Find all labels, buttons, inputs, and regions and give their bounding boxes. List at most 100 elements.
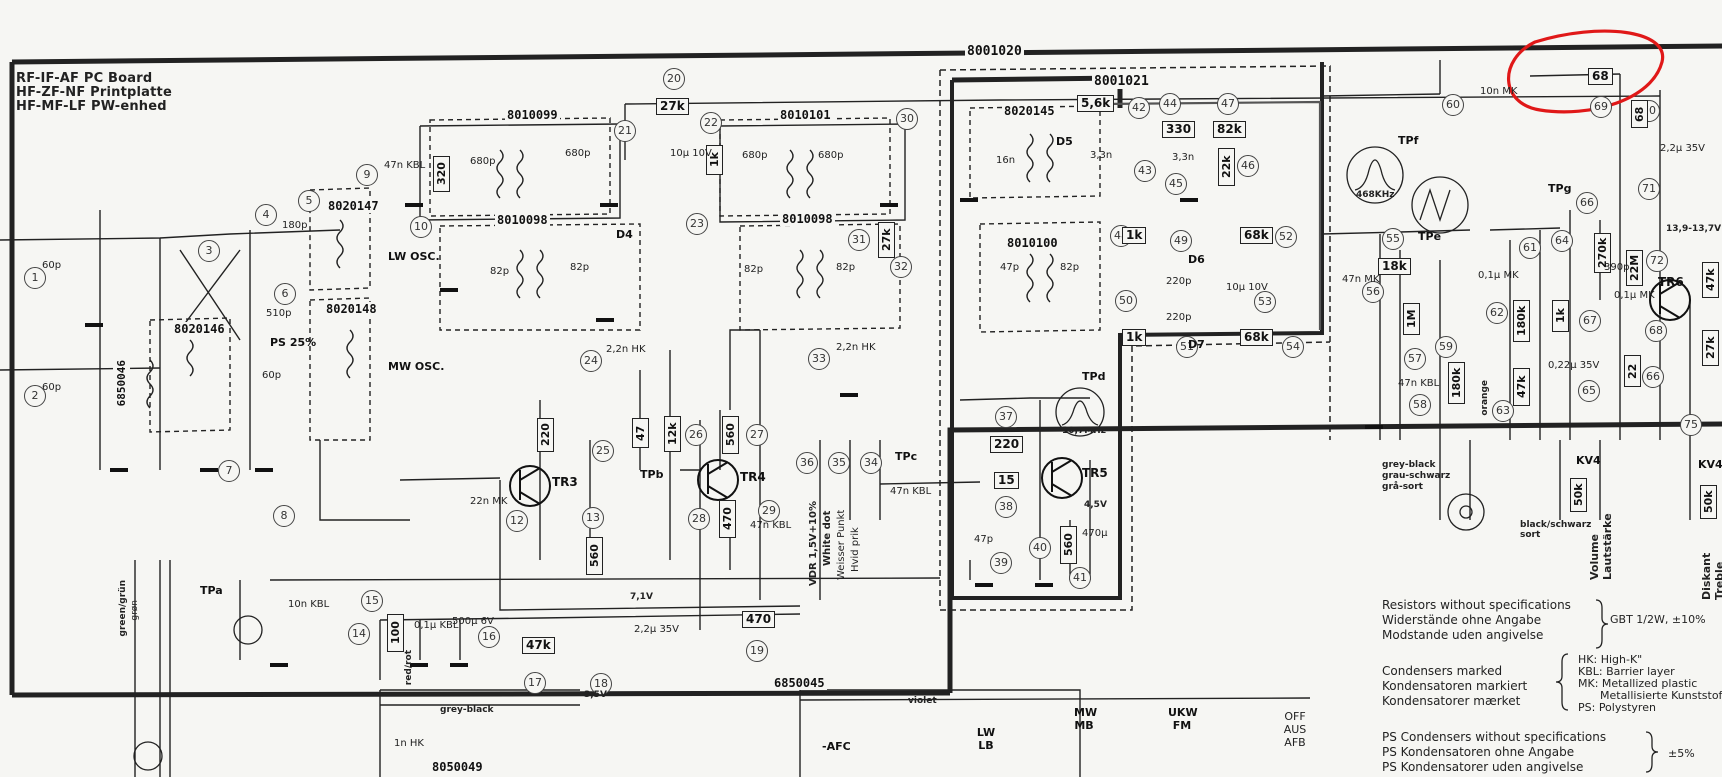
note-mk1: MK: Metallized plastic bbox=[1578, 677, 1698, 690]
callout-3: 3 bbox=[198, 240, 220, 262]
callout-63: 63 bbox=[1492, 400, 1514, 422]
label-ukw-fm: UKW FM bbox=[1168, 706, 1198, 732]
part-number-coil-10: 6850045 bbox=[772, 676, 827, 690]
callout-38: 38 bbox=[995, 496, 1017, 518]
cap-82p-d: 82p bbox=[836, 262, 856, 273]
callout-68: 68 bbox=[1645, 320, 1667, 342]
cap-2-2n-hk-b: 2,2n HK bbox=[836, 342, 876, 353]
cap-82p-e: 82p bbox=[1060, 262, 1080, 273]
callout-39: 39 bbox=[990, 552, 1012, 574]
callout-37: 37 bbox=[995, 406, 1017, 428]
label-off-aus: OFF AUS AFB bbox=[1283, 710, 1307, 749]
test-point-c: TPc bbox=[895, 450, 918, 463]
callout-51: 51 bbox=[1176, 336, 1198, 358]
note-ps-tolerance: ±5% bbox=[1668, 747, 1695, 760]
cap-680p-c: 680p bbox=[742, 150, 768, 161]
note-resistors-de: Widerstände ohne Angabe bbox=[1382, 613, 1542, 627]
callout-20: 20 bbox=[663, 68, 685, 90]
cap-47p-b: 47p bbox=[974, 534, 994, 545]
callout-60: 60 bbox=[1442, 94, 1464, 116]
callout-7: 7 bbox=[218, 460, 240, 482]
cap-1n-hk: 1n HK bbox=[394, 738, 424, 749]
resistor-27k-top: 27k bbox=[656, 98, 689, 115]
label-grey-black: grey-black bbox=[1382, 460, 1436, 470]
part-number-coil-1: 8010099 bbox=[505, 108, 560, 122]
label-kv4-a: KV4 bbox=[1576, 454, 1601, 467]
note-ps-de: PS Kondensatoren ohne Angabe bbox=[1382, 745, 1575, 759]
callout-31: 31 bbox=[848, 229, 870, 251]
label-3-5v: 3,5V bbox=[584, 690, 607, 700]
callout-64: 64 bbox=[1551, 230, 1573, 252]
label-wire-grey-black: grey-black bbox=[440, 705, 494, 715]
notes-condensers: Condensers marked Kondensatoren markiert… bbox=[1382, 664, 1527, 709]
diode-d7-label: D7 bbox=[1188, 338, 1205, 351]
resistor-470-bottom: 470 bbox=[742, 611, 776, 628]
label-afc: -AFC bbox=[822, 740, 851, 753]
callout-4: 4 bbox=[255, 204, 277, 226]
notes-ps-condensers: PS Condensers without specifications PS … bbox=[1382, 730, 1606, 775]
callout-2: 2 bbox=[24, 385, 46, 407]
callout-28: 28 bbox=[688, 508, 710, 530]
callout-65: 65 bbox=[1578, 380, 1600, 402]
part-number-sub-board: 8001021 bbox=[1092, 74, 1151, 89]
board-title-da: HF-MF-LF PW-enhed bbox=[16, 99, 167, 114]
note-cond-de: Kondensatoren markiert bbox=[1382, 679, 1528, 693]
cap-0-1u-mk-b: 0,1µ MK bbox=[1614, 290, 1655, 301]
label-mw-mb: MW MB bbox=[1074, 706, 1098, 732]
callout-15: 15 bbox=[361, 590, 383, 612]
transistor-tr6-label: TR6 bbox=[1658, 275, 1684, 289]
cap-47n-mk: 47n MK bbox=[1342, 274, 1380, 285]
callout-30: 30 bbox=[896, 108, 918, 130]
resistor-18k: 18k bbox=[1378, 258, 1411, 275]
callout-29: 29 bbox=[758, 500, 780, 522]
note-ps-en: PS Condensers without specifications bbox=[1382, 730, 1607, 744]
cap-22n-mk: 22n MK bbox=[470, 496, 508, 507]
callout-10: 10 bbox=[410, 216, 432, 238]
callout-1: 1 bbox=[24, 267, 46, 289]
resistor-68k-b: 68k bbox=[1240, 329, 1273, 346]
callout-56: 56 bbox=[1362, 281, 1384, 303]
note-hk: HK: High-K" bbox=[1578, 653, 1643, 666]
resistor-82k: 82k bbox=[1213, 121, 1246, 138]
callout-71: 71 bbox=[1638, 178, 1660, 200]
label-kv4-b: KV4 bbox=[1698, 458, 1722, 471]
cap-220p-a: 220p bbox=[1166, 276, 1192, 287]
diode-d5-label: D5 bbox=[1056, 135, 1073, 148]
callout-34: 34 bbox=[860, 452, 882, 474]
callout-16: 16 bbox=[478, 626, 500, 648]
resistor-330: 330 bbox=[1162, 121, 1196, 138]
part-number-coil-3: 8020145 bbox=[1002, 104, 1057, 118]
callout-8: 8 bbox=[273, 505, 295, 527]
cap-82p-a: 82p bbox=[490, 266, 510, 277]
diode-d4-label: D4 bbox=[616, 228, 633, 241]
callout-44: 44 bbox=[1159, 93, 1181, 115]
cap-47n-kbl-d: 47n KBL bbox=[1398, 378, 1440, 389]
cap-510p: 510p bbox=[266, 308, 292, 319]
cap-60p-a: 60p bbox=[42, 260, 62, 271]
callout-55: 55 bbox=[1382, 228, 1404, 250]
resistor-220-tr5: 220 bbox=[990, 436, 1024, 453]
resistor-1k-b: 1k bbox=[1122, 329, 1147, 346]
cap-680p-a: 680p bbox=[470, 156, 496, 167]
callout-35: 35 bbox=[828, 452, 850, 474]
diode-d6-label: D6 bbox=[1188, 253, 1205, 266]
callout-12: 12 bbox=[506, 510, 528, 532]
callout-17: 17 bbox=[524, 672, 546, 694]
notes-condenser-types: HK: High-K" KBL: Barrier layer MK: Metal… bbox=[1578, 654, 1722, 714]
resistor-15: 15 bbox=[994, 472, 1019, 489]
callout-32: 32 bbox=[890, 256, 912, 278]
callout-58: 58 bbox=[1409, 394, 1431, 416]
callout-41: 41 bbox=[1069, 567, 1091, 589]
callout-40: 40 bbox=[1029, 537, 1051, 559]
part-number-coil-8: 8020146 bbox=[172, 322, 227, 336]
callout-59: 59 bbox=[1435, 336, 1457, 358]
cap-16n: 16n bbox=[996, 155, 1016, 166]
label-7-1v: 7,1V bbox=[630, 592, 653, 602]
test-point-b: TPb bbox=[640, 468, 664, 481]
callout-57: 57 bbox=[1404, 348, 1426, 370]
transistor-tr3-label: TR3 bbox=[552, 475, 578, 489]
callout-43: 43 bbox=[1134, 160, 1156, 182]
callout-22: 22 bbox=[700, 112, 722, 134]
